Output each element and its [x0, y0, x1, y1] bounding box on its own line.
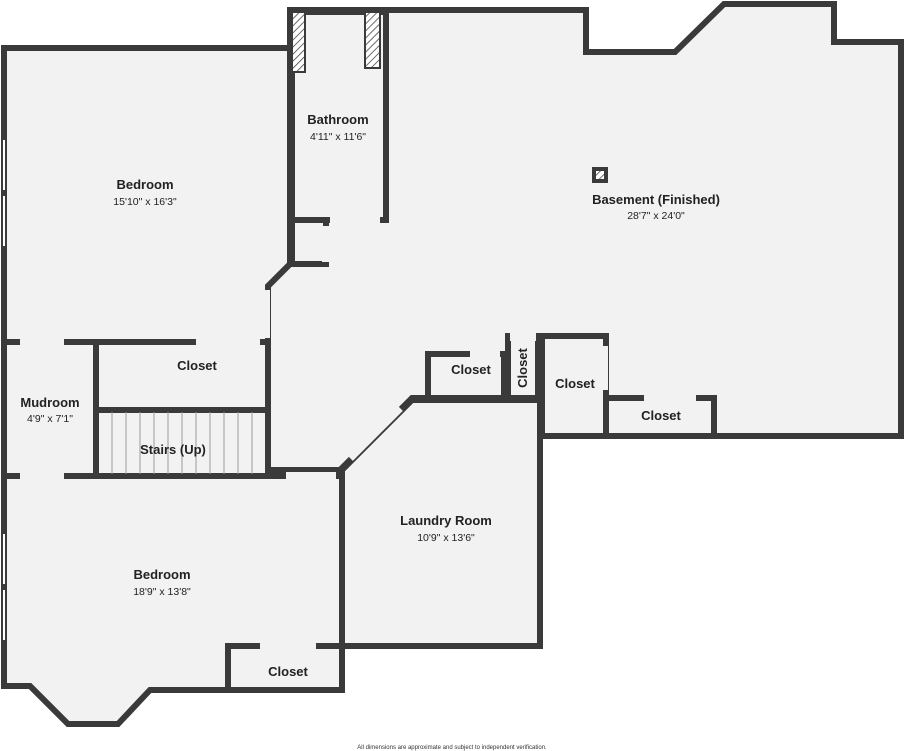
bathroom-name: Bathroom — [307, 112, 368, 127]
basement-name: Basement (Finished) — [592, 192, 720, 207]
bathroom-dims: 4'11" x 11'6" — [310, 131, 366, 143]
door-opening — [347, 405, 403, 461]
stairs-name: Stairs (Up) — [140, 442, 206, 457]
mudroom-dims: 4'9" x 7'1" — [27, 413, 73, 425]
closet-upper-left-name: Closet — [177, 358, 217, 373]
stair-treads — [111, 412, 253, 474]
closet-mid-b-name: Closet — [515, 347, 530, 387]
closet-mid-a-name: Closet — [451, 362, 491, 377]
closet-right-room — [603, 395, 717, 439]
mudroom-name: Mudroom — [20, 395, 79, 410]
bedroom-top-name: Bedroom — [116, 177, 173, 192]
wall-hatch-left — [291, 11, 306, 73]
closet-mid-a-room — [425, 351, 507, 401]
laundry-name: Laundry Room — [400, 513, 492, 528]
bedroom-top-dims: 15'10" x 16'3" — [113, 196, 177, 208]
laundry-dims: 10'9" x 13'6" — [417, 532, 475, 544]
wall-hatch-right — [364, 11, 381, 69]
basement-dims: 28'7" x 24'0" — [627, 210, 685, 222]
closet-upper-left-room — [93, 339, 271, 413]
closet-right-name: Closet — [641, 408, 681, 423]
bedroom-bottom-dims: 18'9" x 13'8" — [133, 586, 191, 598]
footer-note: All dimensions are approximate and subje… — [357, 745, 547, 751]
bedroom-bottom-name: Bedroom — [133, 567, 190, 582]
closet-mid-c-name: Closet — [555, 376, 595, 391]
support-post-inner — [596, 171, 604, 179]
closet-bottom-name: Closet — [268, 664, 308, 679]
bath-nook — [289, 217, 329, 267]
bedroom-top-room — [1, 45, 293, 345]
